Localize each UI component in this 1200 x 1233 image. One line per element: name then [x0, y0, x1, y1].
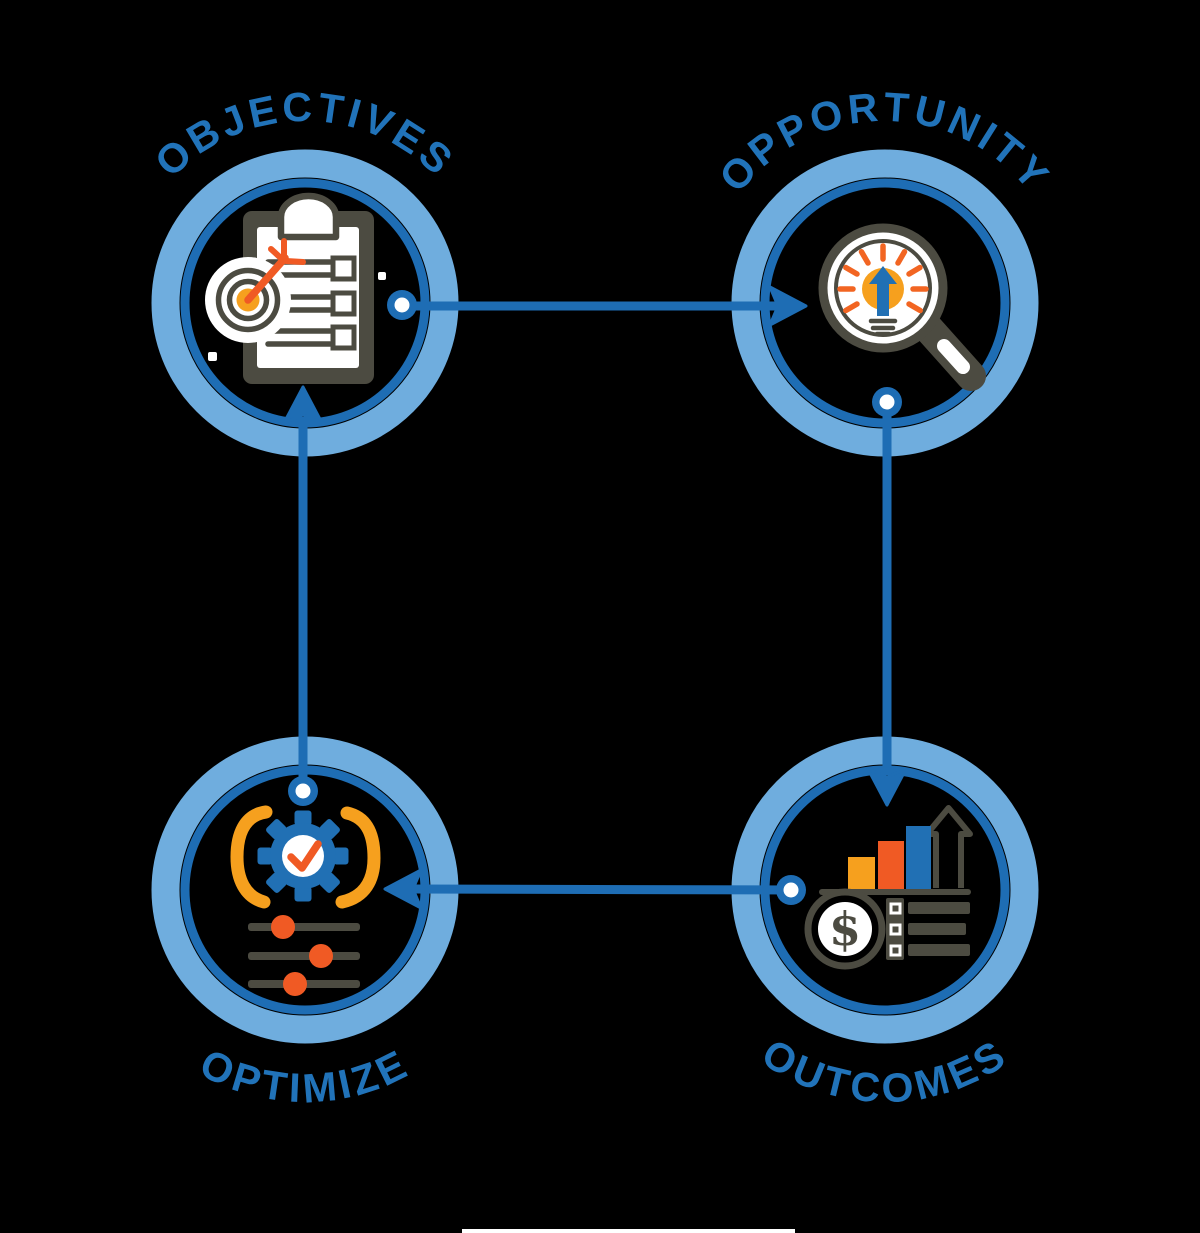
- connector-node-optimize: [288, 776, 318, 806]
- dollar-sign: $: [829, 902, 861, 956]
- gear-checkmark-sliders-icon: [230, 805, 381, 996]
- clipboard-checkboxes: [330, 255, 357, 351]
- bar-chart-money-checklist-icon: $: [804, 805, 973, 970]
- connector-node-objectives: [387, 290, 417, 320]
- growth-arrow-outline: [924, 805, 973, 888]
- arrowhead-right-icon: [768, 285, 808, 327]
- bulb-base-threads: [868, 318, 898, 337]
- clipboard-clip: [277, 192, 340, 241]
- slider-knob: [309, 944, 333, 968]
- right-rotate-bracket: [335, 806, 381, 909]
- report-checklist: [886, 898, 970, 960]
- connector-node-opportunity: [872, 387, 902, 417]
- left-rotate-bracket: [230, 805, 273, 909]
- lightbulb-rays: [837, 243, 929, 314]
- checkmark-icon: [287, 840, 322, 872]
- rotate-brackets: [230, 805, 381, 909]
- bar-chart-bars: [848, 826, 931, 890]
- slider-knob: [283, 972, 307, 996]
- bulb-up-arrow: [869, 266, 897, 316]
- flow-arrow-outcomes-to-optimize: [383, 868, 792, 910]
- arrowhead-down-icon: [866, 767, 908, 807]
- dart-arrow-icon: [244, 238, 306, 304]
- page-edge-strip: [462, 1229, 795, 1233]
- clipboard-checklist-target-icon: [205, 192, 386, 384]
- flow-arrow-optimize-to-objectives: [282, 385, 324, 791]
- sparkle-dot: [378, 272, 386, 280]
- arrowhead-up-icon: [282, 385, 324, 425]
- label-optimize: OPTIMIZE: [193, 1040, 417, 1112]
- gear-icon: [257, 810, 349, 902]
- flow-arrow-objectives-to-opportunity: [402, 285, 808, 327]
- slider-bars: [248, 915, 360, 996]
- connector-node-outcomes: [776, 875, 806, 905]
- flow-arrow-opportunity-to-outcomes: [866, 402, 908, 807]
- arrowhead-left-icon: [383, 868, 423, 910]
- sparkle-dot: [208, 352, 217, 361]
- slider-knob: [271, 915, 295, 939]
- dollar-coin-icon: $: [804, 888, 886, 970]
- magnifier-lightbulb-icon: [818, 223, 986, 391]
- magnifier-handle: [937, 339, 970, 374]
